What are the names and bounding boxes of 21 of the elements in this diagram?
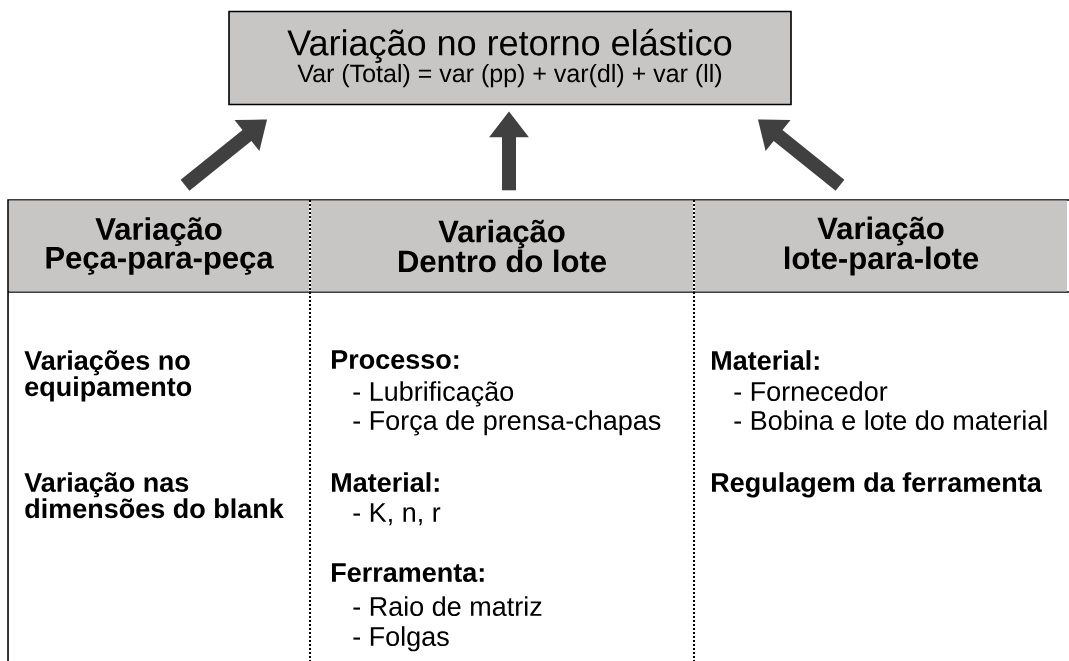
category-heading: Ferramenta:: [332, 563, 484, 583]
list-item: - Raio de matriz: [353, 596, 542, 616]
list-item: - Lubrificação: [353, 381, 514, 407]
title-box: Variação no retorno elástico Var (Total) = var (pp) + var(dl) + var (ll): [228, 10, 792, 106]
category-heading: Material:: [332, 472, 439, 493]
node-label: Variação lote-para-lote: [784, 216, 979, 276]
list-item: - Folgas: [353, 626, 449, 652]
column-header: Variação lote-para-lote: [695, 200, 1067, 292]
list-item: - Força de prensa-chapas: [353, 410, 661, 436]
category-heading: Processo:: [332, 350, 459, 370]
category-heading: Variações no equipamento: [24, 350, 192, 402]
category-heading: Variação nas dimensões do blank: [24, 472, 284, 519]
list-item: - Bobina e lote do material: [734, 410, 1047, 431]
node-label: Variação Peça-para-peça: [46, 217, 274, 275]
list-item: - Fornecedor: [734, 381, 888, 402]
category-heading: Regulagem da ferramenta: [712, 472, 1042, 498]
column-header: Variação Peça-para-peça: [9, 200, 309, 292]
column-header: Variação Dentro do lote: [311, 200, 693, 292]
node-label: Variação Dentro do lote: [399, 219, 606, 273]
list-item: - K, n, r: [353, 503, 441, 526]
category-heading: Material:: [712, 350, 819, 371]
